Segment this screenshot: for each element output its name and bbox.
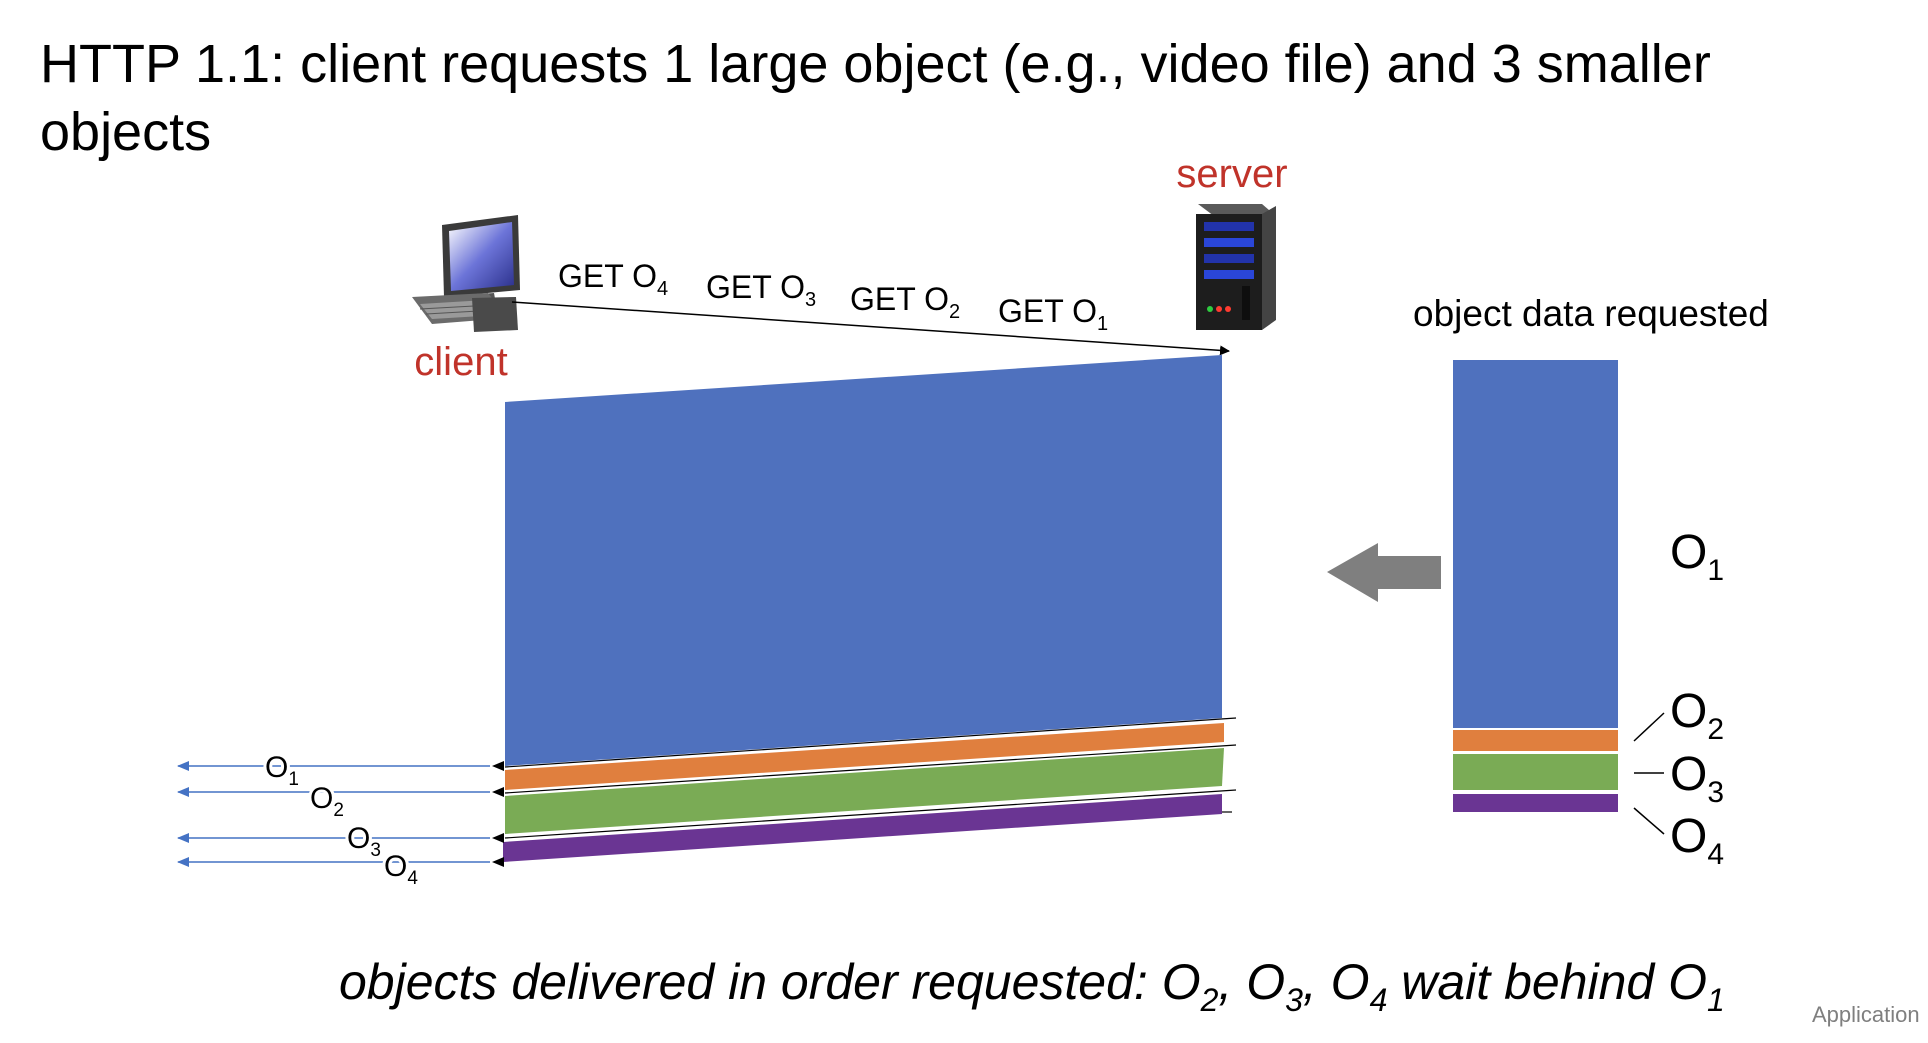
object-panel-title: object data requested — [1413, 293, 1769, 334]
transfer-band-4 — [503, 794, 1222, 862]
object-label-2: O2 — [1670, 685, 1724, 746]
transfer-band-1 — [505, 355, 1222, 766]
object-block-4 — [1453, 794, 1618, 812]
object-label-1: O1 — [1670, 526, 1724, 587]
request-label-3: GET O2 — [850, 281, 960, 323]
client-label: client — [414, 340, 507, 384]
object-label-4: O4 — [1670, 810, 1724, 871]
object-label-3: O3 — [1670, 748, 1724, 809]
request-label-4: GET O1 — [998, 293, 1108, 335]
slide-title: HTTP 1.1: client requests 1 large object… — [40, 34, 1726, 162]
client-arrowheads — [492, 761, 504, 867]
object-block-2 — [1453, 730, 1618, 751]
slide-title-line-2: objects — [40, 102, 211, 162]
transfer-bands — [503, 355, 1237, 862]
band-separator-3 — [504, 789, 1237, 839]
delivery-label-1: O1 — [265, 751, 299, 790]
request-label-2: GET O3 — [706, 269, 816, 311]
delivery-label-3: O3 — [347, 822, 381, 861]
delivery-label-4: O4 — [384, 850, 418, 889]
object-block-1 — [1453, 360, 1618, 728]
caption: objects delivered in order requested: O2… — [339, 954, 1725, 1018]
delivery-label-2: O2 — [310, 782, 344, 821]
server-icon — [1196, 204, 1276, 330]
transfer-band-2 — [505, 723, 1224, 790]
object-leader-lines — [1633, 712, 1665, 835]
object-stack — [1453, 360, 1618, 812]
band-separator-2 — [504, 744, 1237, 794]
request-label-1: GET O4 — [558, 258, 668, 300]
slide-title-line-1: HTTP 1.1: client requests 1 large object… — [40, 34, 1711, 94]
request-arrow — [511, 301, 1230, 356]
object-block-3 — [1453, 754, 1618, 790]
request-labels: GET O4 GET O3 GET O2 GET O1 — [558, 258, 1108, 335]
band-separator-1 — [504, 717, 1237, 768]
server-label: server — [1176, 152, 1287, 196]
footer-text: Application — [1812, 1002, 1920, 1027]
gray-left-arrow — [1327, 543, 1441, 602]
client-computer-icon — [412, 215, 520, 332]
transfer-band-3 — [505, 748, 1224, 834]
